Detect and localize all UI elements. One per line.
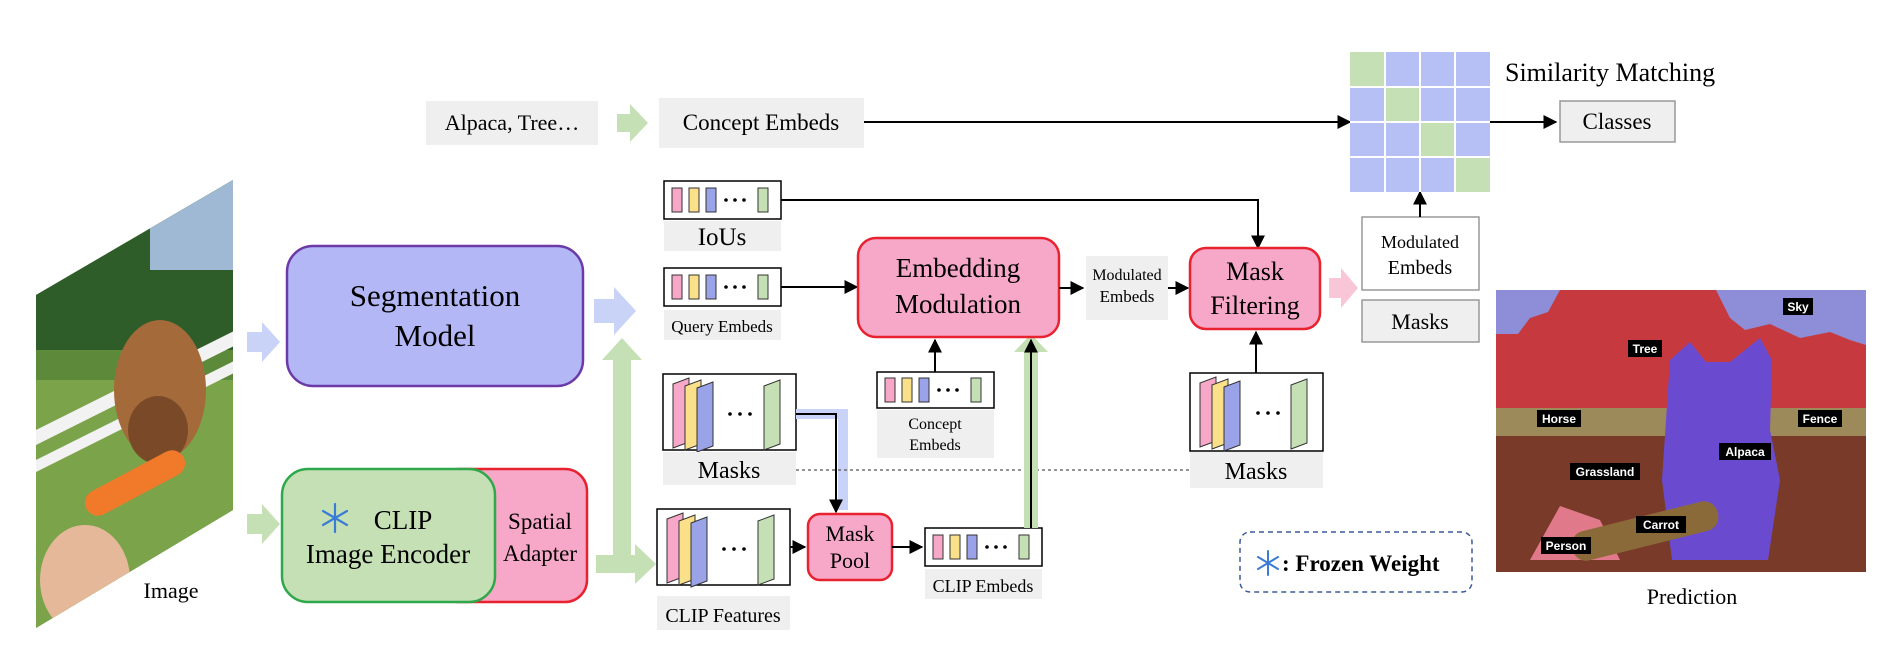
- arrow-image-to-clip: [247, 504, 280, 544]
- masks-left-cards: [672, 377, 781, 453]
- mask-filtering-line1: Mask: [1226, 257, 1284, 286]
- classes-box: [1559, 100, 1676, 143]
- clip-embeds-label: CLIP Embeds: [933, 576, 1034, 596]
- arrow-clip-up: [602, 338, 642, 555]
- spatial-adapter-line1: Spatial: [508, 509, 572, 534]
- pred-label-grassland: Grassland: [1576, 465, 1635, 479]
- arrow-text-to-concept: [617, 104, 648, 142]
- concept-embeds-label: Concept Embeds: [683, 110, 840, 135]
- modulated-embeds-mid-line2: Embeds: [1100, 287, 1155, 306]
- masks-right-label-box: [1190, 452, 1323, 488]
- masks-left-label-box: [663, 452, 796, 485]
- pred-label-tree: Tree: [1633, 342, 1658, 356]
- segmentation-model-box: [285, 244, 585, 388]
- clip-encoder-line2: Image Encoder: [306, 539, 470, 569]
- arrow-masks-to-pool: [796, 413, 843, 514]
- classes-label: Classes: [1583, 109, 1652, 134]
- clip-embeds-label-box: [925, 569, 1042, 599]
- clip-encoder-box: [280, 467, 497, 604]
- arrow-ious-to-filtering: [781, 199, 1265, 250]
- ious-strip: [663, 180, 782, 220]
- query-embeds-label-box: [664, 310, 781, 340]
- segmentation-model-line2: Model: [395, 318, 476, 353]
- masks-right-label: Masks: [1225, 459, 1288, 485]
- modulated-embeds-mid-line1: Modulated: [1092, 267, 1161, 284]
- clip-features-label-box: [657, 596, 790, 630]
- ious-label: IoUs: [698, 224, 747, 251]
- clip-features-label: CLIP Features: [665, 605, 781, 627]
- concept-text: Alpaca, Tree…: [445, 110, 579, 135]
- ious-label-box: [664, 221, 781, 251]
- mask-filtering-box: [1188, 246, 1322, 331]
- input-image: [36, 180, 233, 628]
- query-embeds-strip: [663, 267, 782, 307]
- image-label: Image: [144, 578, 199, 603]
- clip-encoder-line1: CLIP: [374, 505, 433, 535]
- prediction-title: Prediction: [1647, 584, 1737, 609]
- concept-text-box: [426, 101, 598, 145]
- concept-embeds-box: [659, 98, 864, 148]
- frozen-weight-legend: [1239, 531, 1473, 593]
- arrow-filtering-to-output: [1329, 268, 1358, 308]
- similarity-matrix: [1350, 52, 1490, 192]
- spatial-adapter-line2: Adapter: [503, 541, 577, 566]
- pred-label-person: Person: [1546, 539, 1587, 553]
- pred-label-alpaca: Alpaca: [1725, 445, 1765, 459]
- similarity-matching-label: Similarity Matching: [1505, 58, 1715, 87]
- masks-out-box: [1361, 299, 1480, 343]
- prediction-image: [1496, 290, 1866, 572]
- modulated-embeds-right-line2: Embeds: [1388, 257, 1453, 279]
- frozen-weight-label: : Frozen Weight: [1282, 551, 1440, 576]
- mask-pool-line2: Pool: [830, 548, 870, 573]
- query-embeds-label: Query Embeds: [671, 317, 773, 336]
- segmentation-model-line1: Segmentation: [350, 278, 521, 313]
- snowflake-icon: [321, 502, 349, 534]
- prediction-labels: Sky Tree Horse Fence Alpaca Grassland Ca…: [1537, 298, 1842, 554]
- clip-features-cards: [666, 512, 775, 588]
- pred-label-fence: Fence: [1803, 412, 1838, 426]
- arrow-seg-to-embeds: [594, 287, 636, 335]
- masks-out-label: Masks: [1391, 309, 1448, 334]
- concept-embeds-small-line1: Concept: [908, 416, 962, 433]
- modulated-embeds-mid-box: [1086, 256, 1168, 320]
- masks-right-cards: [1199, 376, 1308, 452]
- pred-label-horse: Horse: [1542, 412, 1576, 426]
- modulated-embeds-right-box: [1361, 216, 1480, 291]
- concept-embeds-small-line2: Embeds: [909, 437, 961, 454]
- concept-embeds-strip: [876, 371, 995, 409]
- modulated-embeds-right-line1: Modulated: [1381, 232, 1459, 252]
- clip-embeds-strip: [924, 527, 1043, 567]
- masks-left-label: Masks: [698, 458, 761, 484]
- arrow-image-to-seg: [247, 322, 280, 362]
- mask-pool-line1: Mask: [826, 521, 875, 546]
- embedding-modulation-line2: Modulation: [895, 289, 1021, 319]
- snowflake-icon: [1257, 550, 1279, 576]
- mask-filtering-line2: Filtering: [1210, 291, 1300, 320]
- pred-label-carrot: Carrot: [1643, 518, 1679, 532]
- pred-label-sky: Sky: [1787, 300, 1809, 314]
- concept-embeds-small-box: [877, 410, 994, 458]
- arrow-clip-to-features: [596, 544, 656, 584]
- embedding-modulation-line1: Embedding: [896, 253, 1020, 283]
